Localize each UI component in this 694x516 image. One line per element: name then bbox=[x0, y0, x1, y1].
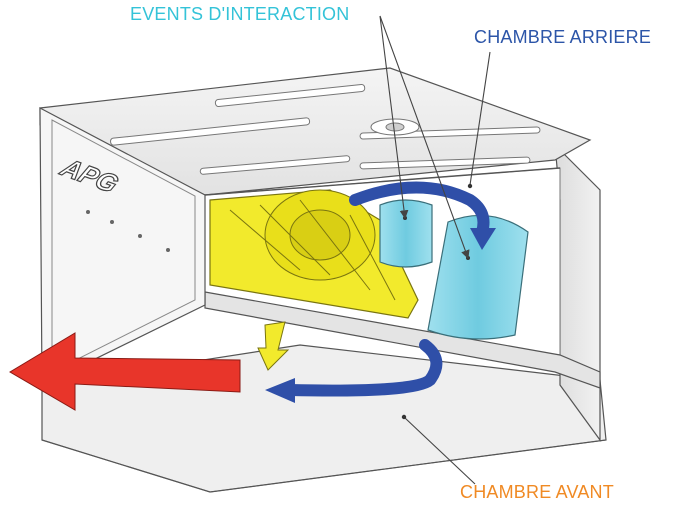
front-face-bevel bbox=[51, 119, 196, 373]
red-arrow bbox=[9, 332, 241, 411]
bottom-panel-edge bbox=[41, 439, 607, 493]
blue-arrow-upper-head bbox=[470, 228, 496, 250]
label-events: EVENTS D'INTERACTION bbox=[130, 4, 350, 24]
label-rear-chamber: CHAMBRE ARRIERE bbox=[474, 27, 652, 47]
rear-chamber-marker bbox=[467, 183, 473, 189]
front-chamber-marker bbox=[401, 414, 407, 420]
port-tube-right bbox=[427, 214, 529, 340]
blue-arrow-lower bbox=[284, 339, 443, 397]
callout-lines bbox=[379, 15, 491, 485]
speaker-driver bbox=[209, 189, 419, 319]
top-slots bbox=[110, 83, 541, 175]
port-tube-left bbox=[379, 199, 433, 268]
top-panel-front-edge bbox=[204, 167, 561, 196]
yellow-arrow bbox=[257, 321, 290, 371]
internal-baffle bbox=[204, 291, 601, 389]
front-screws bbox=[86, 210, 170, 252]
label-front-chamber: CHAMBRE AVANT bbox=[460, 482, 614, 502]
blue-arrow-lower-head bbox=[265, 378, 295, 403]
blue-arrow-upper bbox=[349, 181, 490, 238]
